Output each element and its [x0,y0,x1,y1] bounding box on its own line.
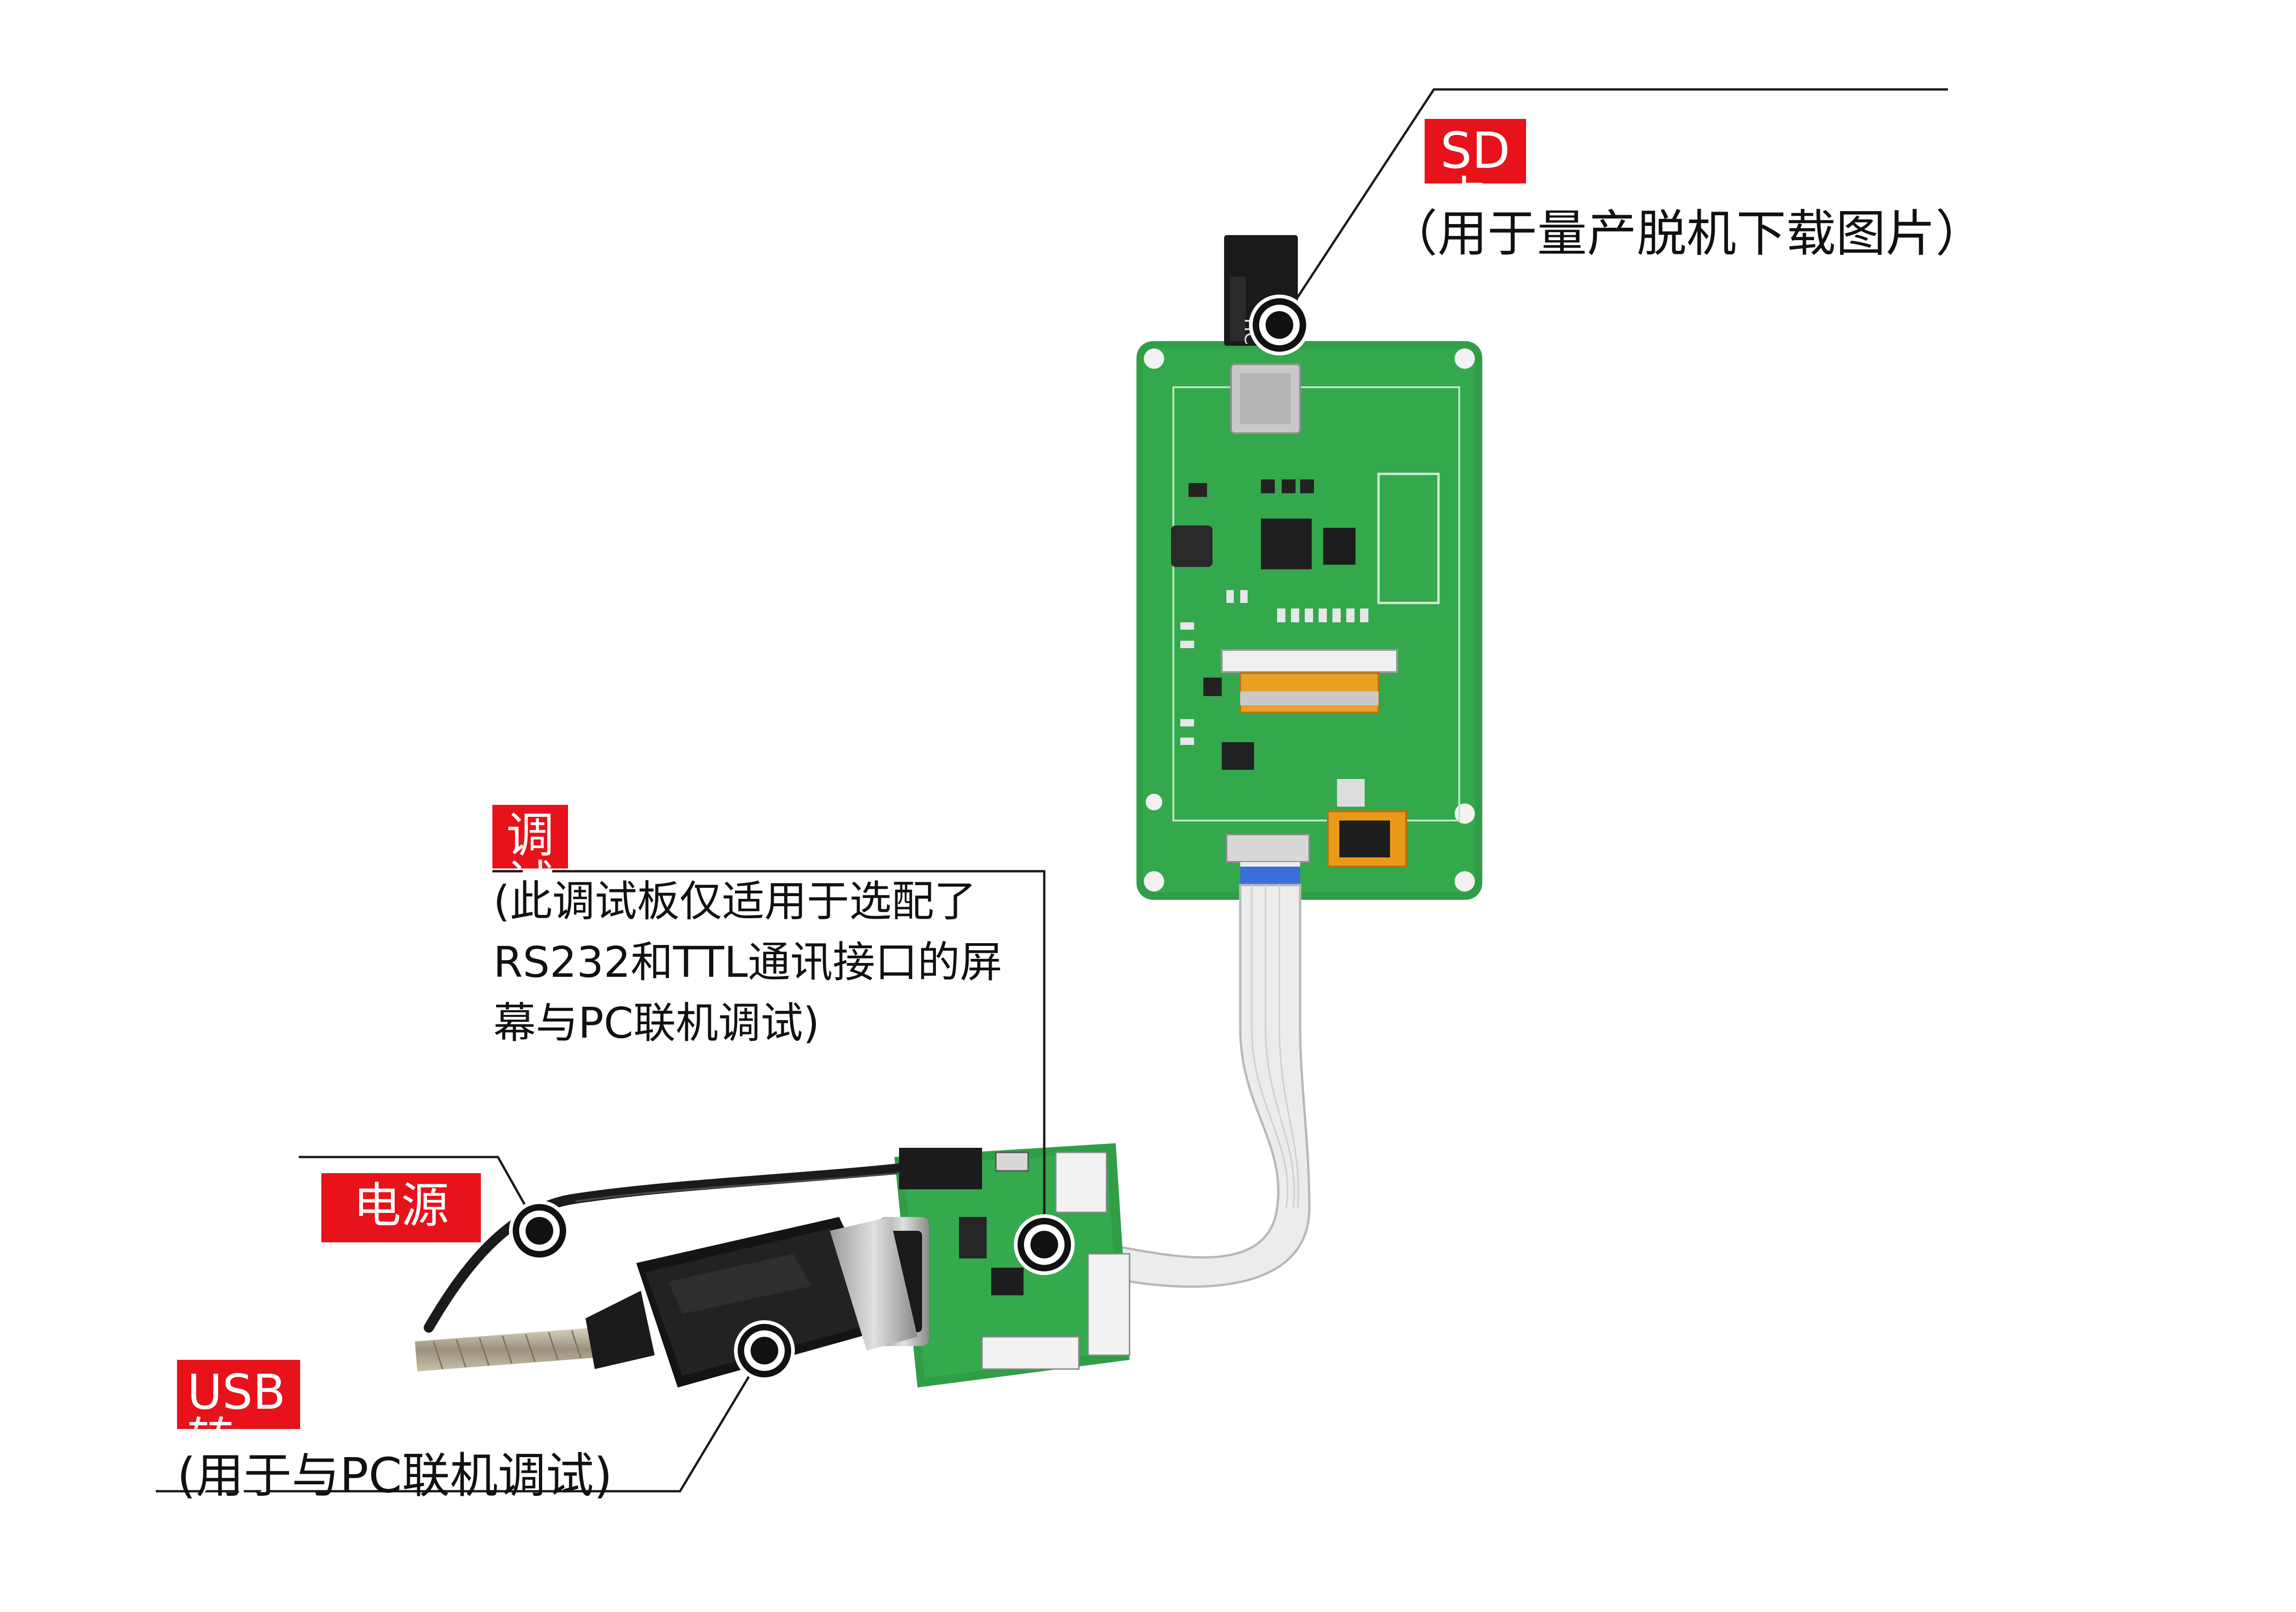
debug-adapter-label: 调试转接板 [492,805,568,1051]
usb-cable-description: (用于与PC联机调试) [177,1447,613,1504]
callout-marker-icon [1014,1214,1075,1275]
leader-lines [156,88,1948,1493]
product-illustration: HC [156,88,1948,1493]
usb-232-cable [415,1217,917,1388]
debug-adapter-description: (此调试板仅适用于选配了RS232和TTL通讯接口的屏幕与PC联机调试) [493,877,1002,1048]
power-label: 电源 [321,1173,481,1242]
usb-cable-label: USB转232串口线 [177,1360,301,1608]
sd-card-description: （用于量产脱机下载图片） [1388,205,1986,263]
callout-marker-icon [509,1200,570,1261]
power-cable [424,1163,904,1333]
ribbon-cable [1105,867,1311,1288]
callout-marker-icon [734,1320,795,1381]
callout-marker-icon [1249,295,1310,355]
display-pcb [1136,341,1482,900]
debug-adapter-pcb [878,1143,1130,1388]
sd-card-label: SD卡 [1425,119,1526,226]
